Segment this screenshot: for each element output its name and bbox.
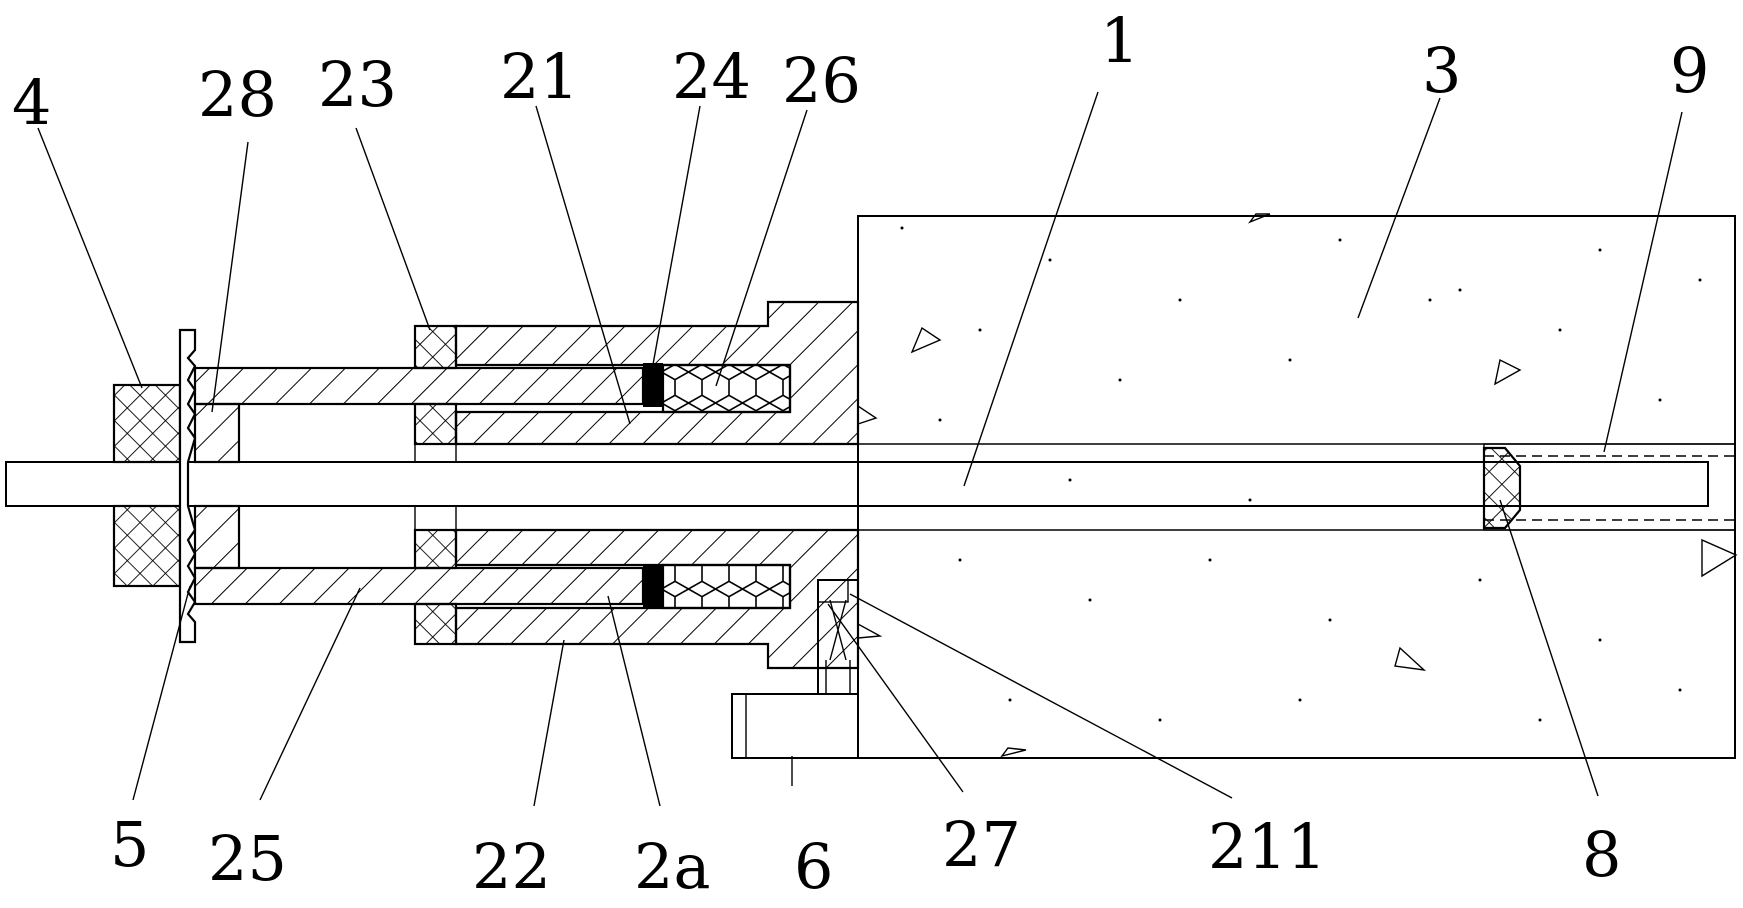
- seal-top: [643, 363, 663, 407]
- collar: [195, 404, 415, 568]
- label-6: 6: [794, 830, 833, 903]
- label-4: 4: [12, 66, 51, 139]
- label-2a: 2a: [634, 830, 710, 903]
- label-9: 9: [1670, 34, 1709, 107]
- label-1: 1: [1100, 4, 1139, 77]
- sealing-plug: [1484, 448, 1520, 528]
- label-211: 211: [1208, 810, 1326, 883]
- nut: [114, 385, 180, 586]
- label-22: 22: [472, 830, 551, 903]
- filler-bottom: [663, 565, 790, 608]
- concrete-block: [858, 214, 1736, 758]
- label-25: 25: [208, 822, 287, 895]
- label-23: 23: [318, 48, 397, 121]
- grout-hole: [1484, 444, 1735, 530]
- label-26: 26: [782, 44, 861, 117]
- base-block: [732, 694, 858, 758]
- seal-bottom: [643, 565, 663, 608]
- leader-lines: [38, 92, 1682, 806]
- label-21: 21: [500, 40, 579, 113]
- label-24: 24: [672, 40, 751, 113]
- label-8: 8: [1582, 818, 1621, 891]
- label-28: 28: [198, 58, 277, 131]
- filler-top: [663, 365, 790, 412]
- label-3: 3: [1422, 34, 1461, 107]
- label-5: 5: [110, 808, 149, 881]
- housing-body: [456, 302, 858, 668]
- label-27: 27: [942, 808, 1021, 881]
- part-labels: 4 28 23 21 24 26 1 3 9 5 25 22 2a 6 27 2…: [12, 4, 1709, 903]
